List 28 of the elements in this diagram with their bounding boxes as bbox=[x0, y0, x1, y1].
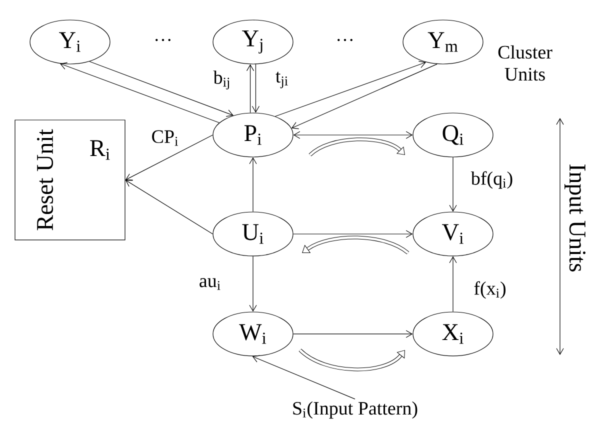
arrow bbox=[293, 230, 413, 238]
arrow bbox=[125, 180, 213, 234]
arrow bbox=[89, 61, 234, 117]
arrow bbox=[125, 134, 213, 180]
reset-unit-box: Reset Unit R$_{i}$ bbox=[14, 120, 126, 240]
arrow bbox=[252, 64, 260, 113]
ellipsis: … bbox=[156, 38, 170, 42]
arrow bbox=[274, 60, 426, 117]
arrow bbox=[449, 256, 457, 312]
arrow bbox=[291, 64, 438, 130]
edge-label: bf(q$_{i}$) bbox=[470, 170, 514, 190]
arrow bbox=[249, 256, 257, 312]
arrow bbox=[60, 62, 220, 124]
arrow bbox=[246, 64, 254, 114]
edge-label: au$_{i}$ bbox=[198, 277, 222, 291]
arrow bbox=[293, 330, 413, 338]
section-label: Cluster Units bbox=[498, 45, 552, 81]
edge-label: f(x$_{i}$) bbox=[472, 280, 508, 300]
edge-label: CP$_{i}$ bbox=[150, 129, 180, 147]
arrow bbox=[449, 156, 457, 212]
input-label: S$_{i}$(Input Pattern) bbox=[293, 401, 418, 419]
edge-label: t$_{ji}$ bbox=[274, 70, 290, 90]
arrow bbox=[252, 355, 356, 400]
ellipsis: … bbox=[338, 38, 352, 42]
section-label: Input Units bbox=[564, 164, 586, 272]
arrow bbox=[293, 131, 413, 139]
edge-label: b$_{ij}$ bbox=[212, 70, 232, 90]
arrow bbox=[249, 157, 257, 212]
